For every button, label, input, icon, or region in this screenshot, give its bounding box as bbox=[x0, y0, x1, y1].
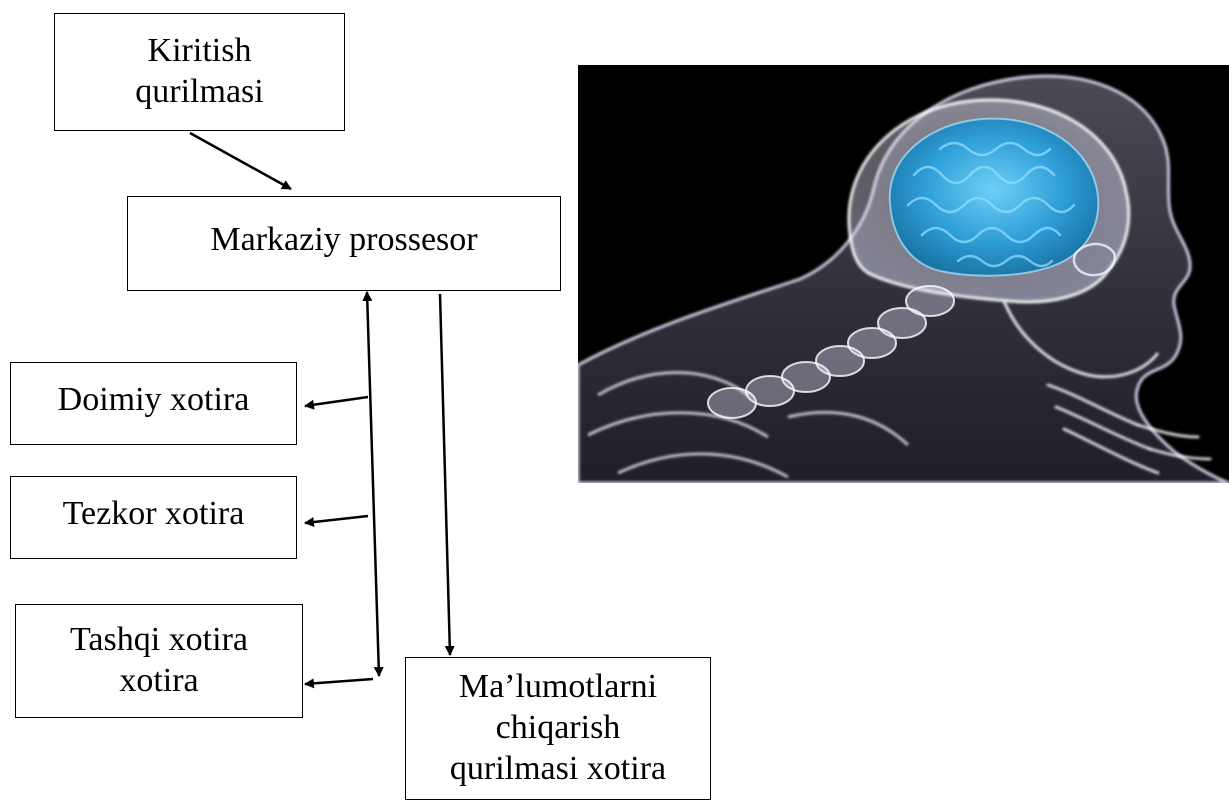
xray-brain-illustration bbox=[578, 65, 1229, 483]
rom-label: Doimiy xotira bbox=[58, 380, 250, 421]
input-device-label-line2: qurilmasi bbox=[135, 72, 263, 113]
arrow-input-to-cpu bbox=[190, 133, 291, 189]
input-device-box: Kiritish qurilmasi bbox=[54, 13, 345, 131]
arrow-bus-to-external bbox=[305, 679, 373, 684]
arrow-cpu-to-output bbox=[440, 294, 450, 655]
arrow-bus-to-ram bbox=[305, 516, 368, 523]
input-device-label-line1: Kiritish bbox=[148, 31, 252, 72]
arrow-bus-to-rom bbox=[305, 397, 368, 406]
external-memory-box: Tashqi xotira xotira bbox=[15, 604, 303, 718]
rom-box: Doimiy xotira bbox=[10, 362, 297, 445]
output-device-box: Ma’lumotlarni chiqarish qurilmasi xotira bbox=[405, 657, 711, 800]
output-device-label-line2: chiqarish bbox=[496, 708, 621, 749]
external-memory-label-line2: xotira bbox=[119, 661, 198, 702]
cpu-box: Markaziy prossesor bbox=[127, 196, 561, 291]
ram-box: Tezkor xotira bbox=[10, 476, 297, 559]
external-memory-label-line1: Tashqi xotira bbox=[70, 620, 248, 661]
cpu-label: Markaziy prossesor bbox=[210, 220, 477, 261]
ram-label: Tezkor xotira bbox=[63, 494, 245, 535]
output-device-label-line1: Ma’lumotlarni bbox=[459, 667, 657, 708]
bus-line-memory bbox=[367, 292, 379, 676]
output-device-label-line3: qurilmasi xotira bbox=[450, 749, 666, 790]
